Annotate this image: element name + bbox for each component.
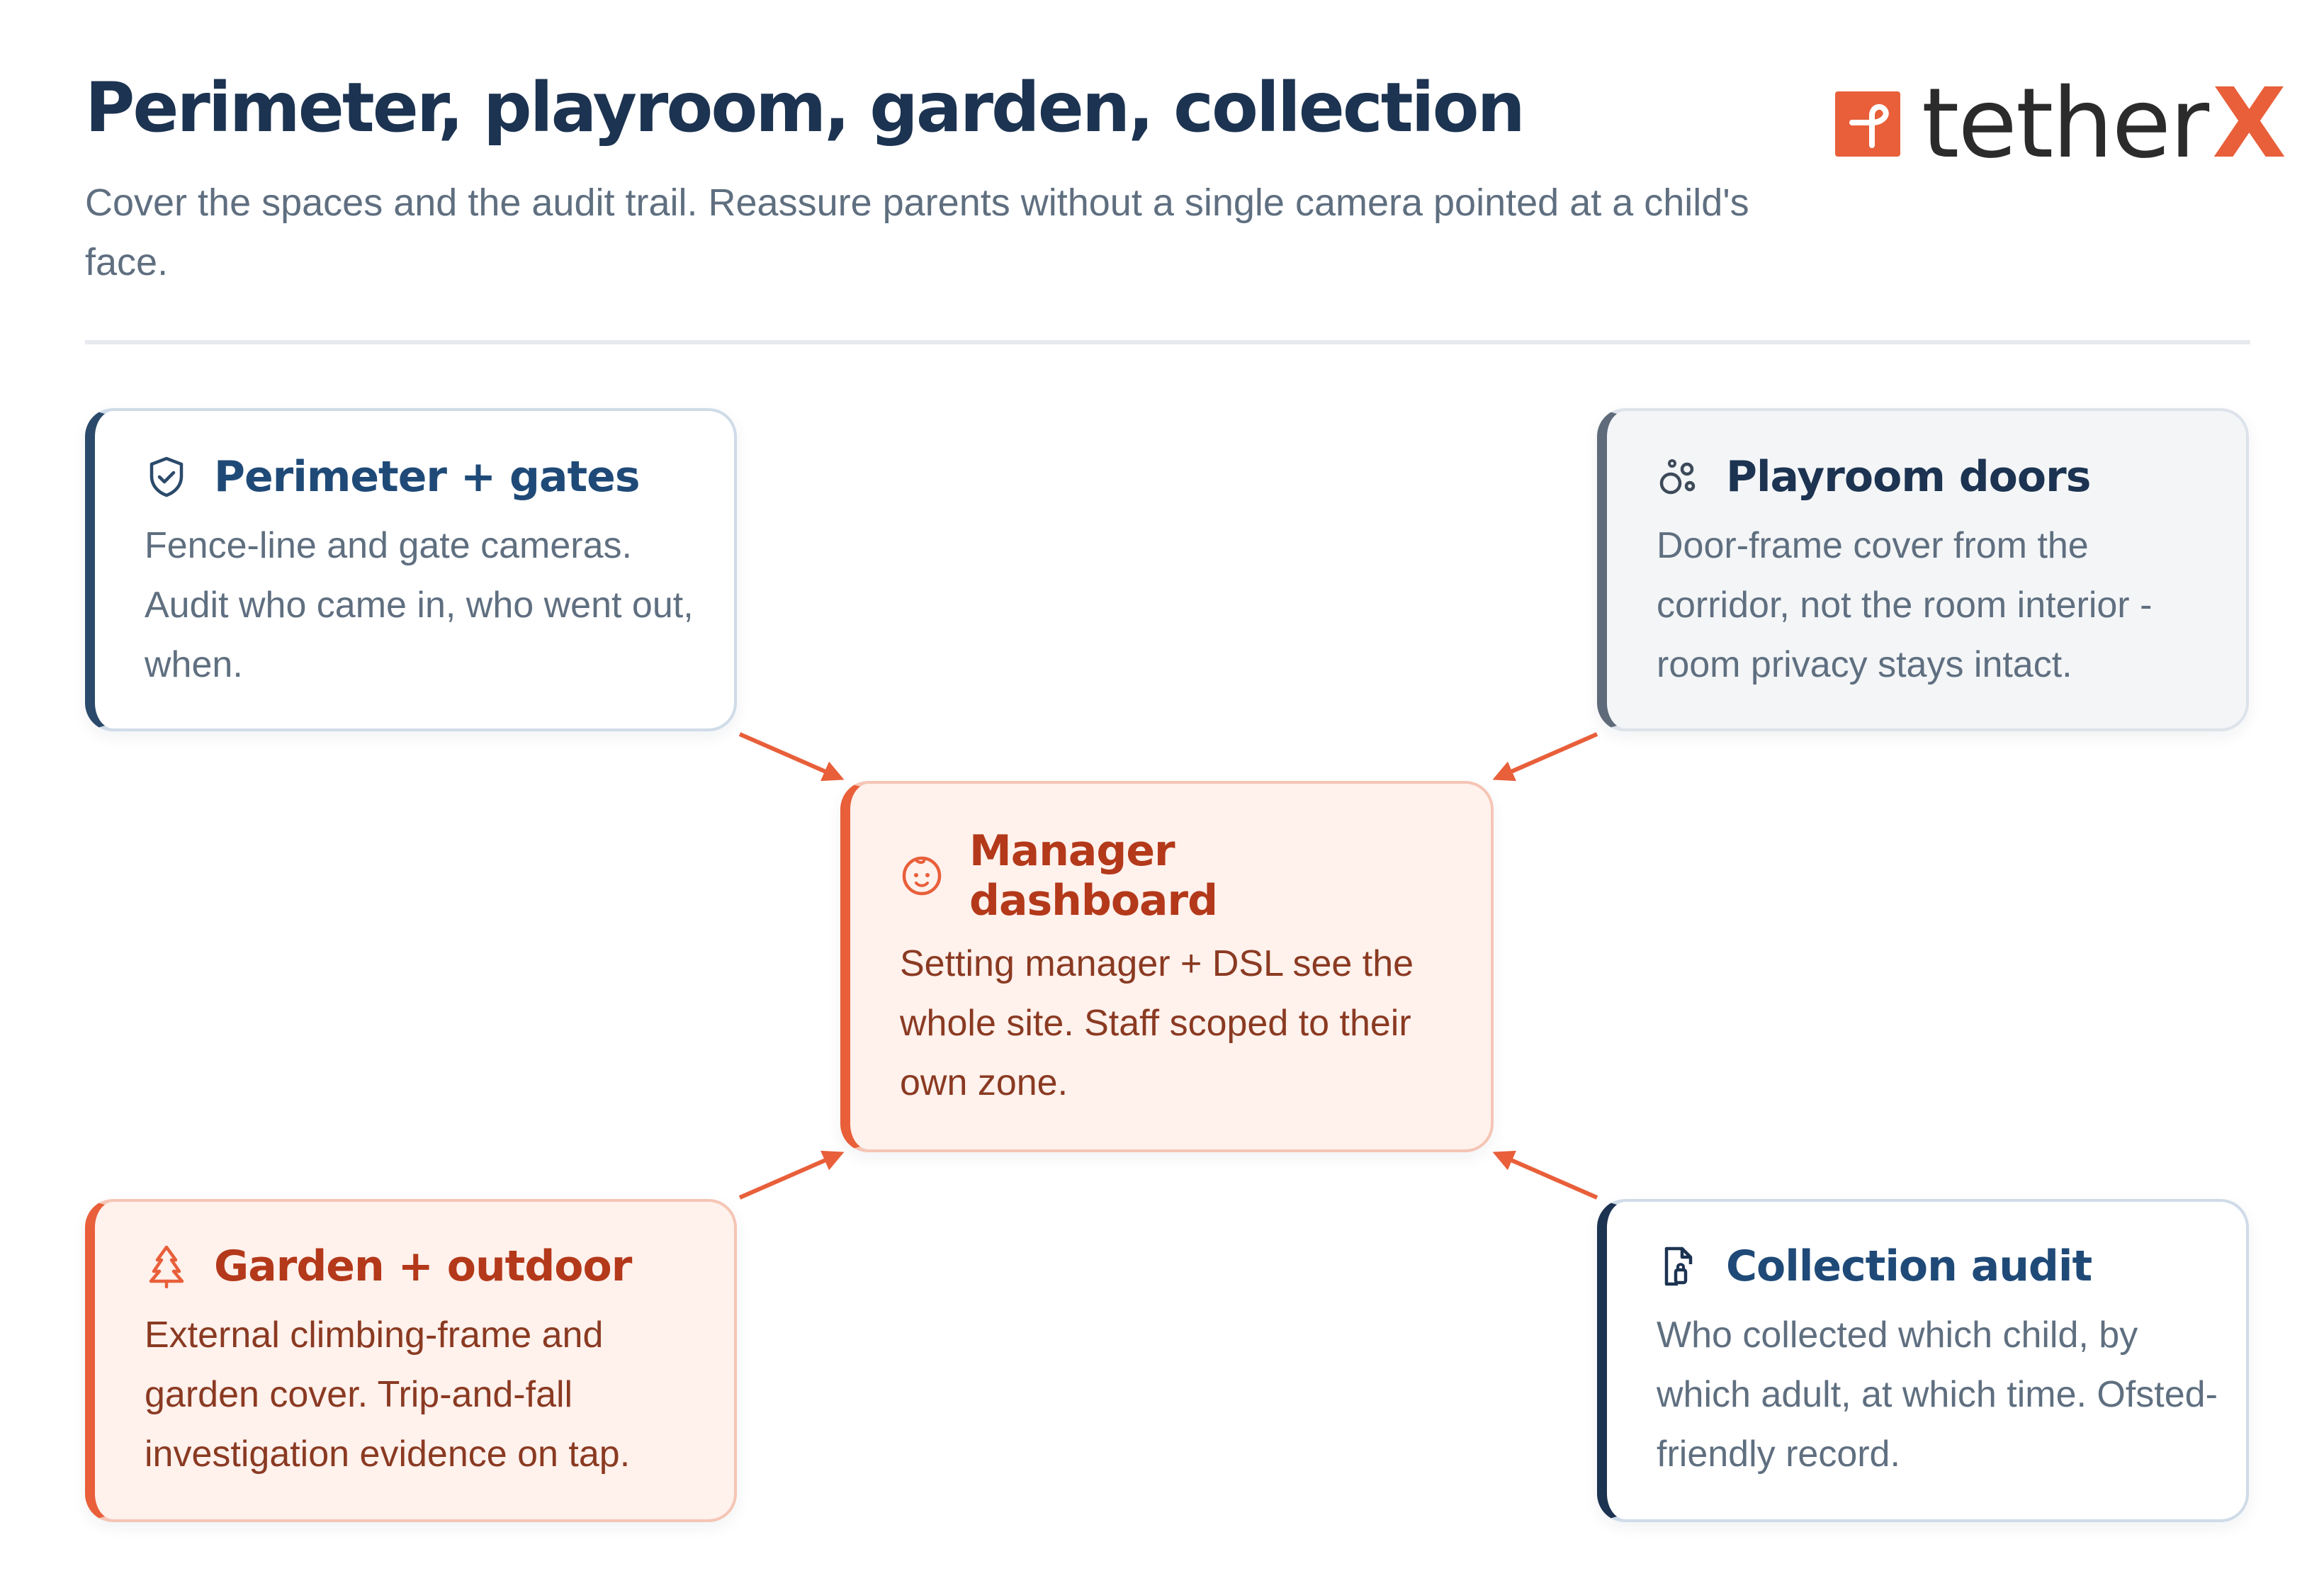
header-divider <box>85 340 2250 344</box>
bubbles-icon <box>1657 455 1700 499</box>
card-description: Setting manager + DSL see the whole site… <box>900 943 1414 1103</box>
card-title: Playroom doors <box>1726 452 2091 502</box>
brand-suffix: X <box>2212 68 2286 180</box>
file-lock-icon <box>1657 1244 1700 1288</box>
tree-icon <box>145 1244 188 1289</box>
card-title: Collection audit <box>1726 1242 2092 1291</box>
card-title: Manager dashboard <box>969 826 1218 925</box>
brand-name: tether <box>1922 68 2209 180</box>
card-perimeter-gates: Perimeter + gates Fence-line and gate ca… <box>85 408 737 731</box>
brand-logo: tether X <box>1835 68 2286 180</box>
card-collection-audit: Collection audit Who collected which chi… <box>1597 1199 2249 1522</box>
card-playroom-doors: Playroom doors Door-frame cover from the… <box>1597 408 2249 731</box>
card-description: Door-frame cover from the corridor, not … <box>1657 525 2153 685</box>
page-title: Perimeter, playroom, garden, collection <box>85 68 1525 147</box>
card-description: External climbing-frame and garden cover… <box>145 1315 631 1475</box>
card-description: Fence-line and gate cameras. Audit who c… <box>145 525 694 685</box>
arrow-collection-to-manager <box>1492 1150 1598 1200</box>
page-subtitle: Cover the spaces and the audit trail. Re… <box>85 181 1749 283</box>
card-manager-dashboard: Manager dashboard Setting manager + DSL … <box>840 781 1494 1152</box>
card-garden-outdoor: Garden + outdoor External climbing-frame… <box>85 1199 737 1522</box>
card-title: Garden + outdoor <box>214 1242 632 1291</box>
card-title: Perimeter + gates <box>214 452 641 502</box>
baby-face-icon <box>900 854 944 898</box>
tether-logo-icon <box>1835 91 1900 157</box>
shield-check-icon <box>145 455 188 499</box>
arrow-garden-to-manager <box>738 1150 845 1200</box>
arrow-perimeter-to-manager <box>738 732 845 782</box>
card-description: Who collected which child, by which adul… <box>1657 1315 2218 1475</box>
arrow-playroom-to-manager <box>1492 732 1598 782</box>
